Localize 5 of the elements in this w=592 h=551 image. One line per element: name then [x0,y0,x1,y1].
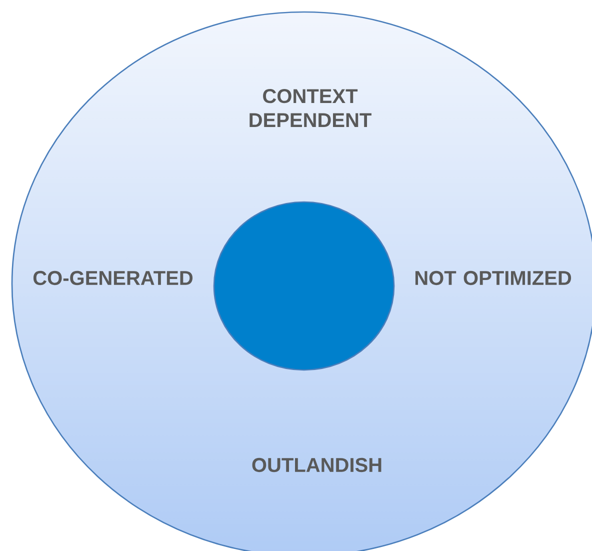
circle-label: OUTLANDISH [252,458,382,472]
circle-label: CONTEXT DEPENDENT [250,89,372,127]
inner-circle [213,201,395,371]
circle-label: CO-GENERATED [33,270,193,286]
circle-label: NOT OPTIMIZED [415,270,572,286]
